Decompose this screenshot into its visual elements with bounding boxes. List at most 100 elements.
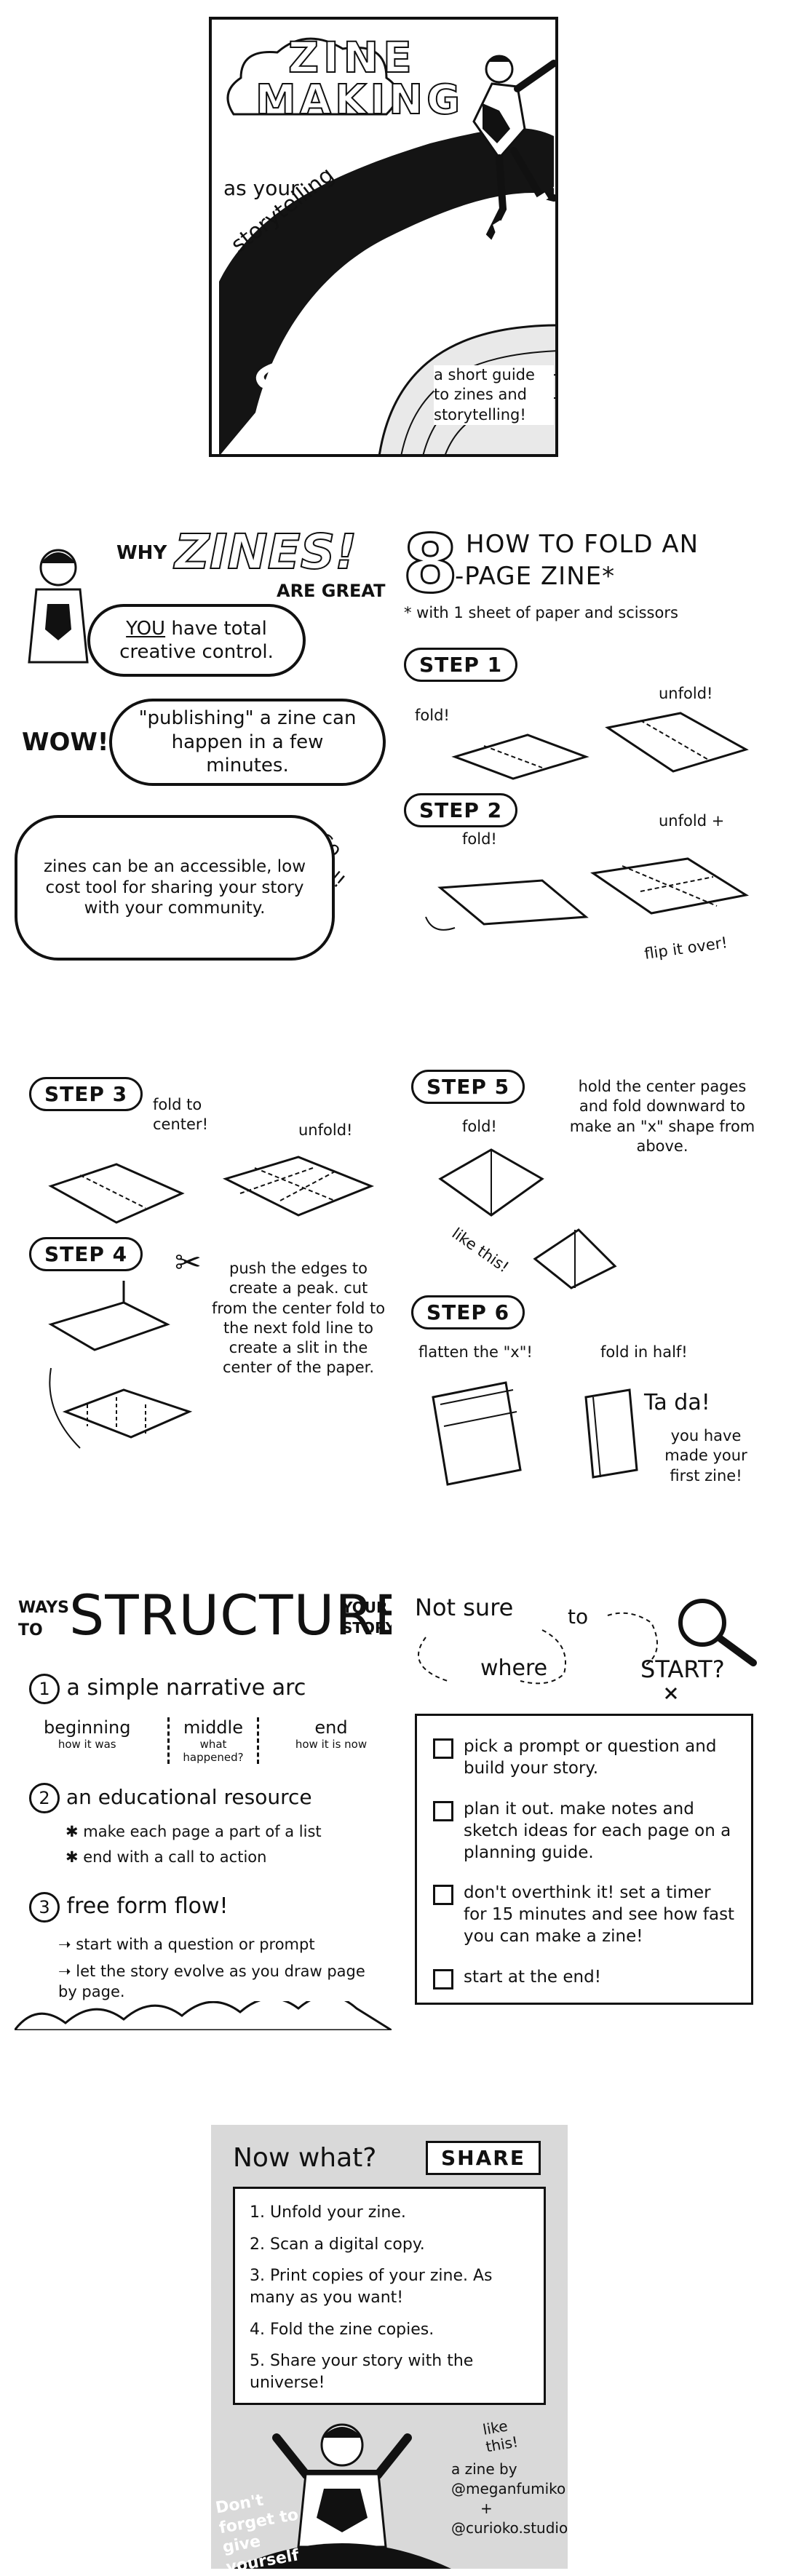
cover-title-making: MAKING xyxy=(255,76,464,124)
step3-label: STEP 3 xyxy=(29,1077,143,1111)
structure-item2-text: an educational resource xyxy=(66,1785,312,1809)
checkbox-1[interactable] xyxy=(433,1738,453,1759)
handle-meganfumiko: @meganfumiko xyxy=(451,2480,566,2497)
structure-item2: 2 an educational resource xyxy=(29,1783,312,1813)
your-story-label: YOUR STORY xyxy=(342,1599,392,1637)
wow-label: WOW! xyxy=(22,728,109,757)
item3-bullet2-text: let the story evolve as you draw page by… xyxy=(58,1963,365,2001)
arc-beginning-label: beginning xyxy=(44,1717,131,1738)
now-what-list: 1. Unfold your zine. 2. Scan a digital c… xyxy=(233,2187,546,2405)
start-label: START? xyxy=(640,1655,725,1683)
step2-fold: fold! xyxy=(462,830,497,848)
cover-as-your: as your xyxy=(223,176,299,200)
step4-text: push the edges to create a peak. cut fro… xyxy=(211,1260,386,1377)
arc-end-label: end xyxy=(314,1717,348,1738)
step5-text: hold the center pages and fold downward … xyxy=(569,1078,755,1155)
checkbox-3[interactable] xyxy=(433,1885,453,1906)
checklist-item-4-text: start at the end! xyxy=(464,1968,601,1987)
where-label: where xyxy=(480,1655,548,1681)
item3-bullet2: ➝ let the story evolve as you draw page … xyxy=(58,1963,365,2001)
item2-bullet2: ✱ end with a call to action xyxy=(66,1848,267,1866)
now-what-like-this: like this! xyxy=(481,2417,520,2456)
arc-beginning-sub: how it was xyxy=(57,1738,116,1751)
structure-cloud-edge xyxy=(15,2001,392,2030)
structure-title: STRUCTURE xyxy=(69,1583,392,1647)
step3-fold-center: fold to center! xyxy=(153,1096,208,1134)
bubble-creative-control: YOU have total creative control. xyxy=(87,604,306,677)
start-page: Not sure where to START? pick a prompt o… xyxy=(397,1572,771,2030)
structure-item3-text: free form flow! xyxy=(66,1893,229,1919)
structure-item3: 3 free form flow! xyxy=(29,1892,229,1923)
step5-fold: fold! xyxy=(462,1118,497,1135)
howto-title-b: -PAGE ZINE* xyxy=(455,562,616,591)
item3-bullet1: ➝ start with a question or prompt xyxy=(58,1936,315,1953)
figure-illustration xyxy=(233,2423,451,2569)
arc-beginning: beginning how it was xyxy=(44,1717,130,1751)
scissors-icon: ✂ xyxy=(175,1244,202,1281)
cover-guide-text: a short guide to zines and storytelling! xyxy=(434,365,554,425)
checkbox-2[interactable] xyxy=(433,1800,453,1821)
howto-subtitle: * with 1 sheet of paper and scissors xyxy=(404,604,678,621)
now-what-item-2: 2. Scan a digital copy. xyxy=(250,2235,425,2254)
checklist-item-1-text: pick a prompt or question and build your… xyxy=(464,1737,717,1778)
item2-bullet2-text: end with a call to action xyxy=(83,1848,267,1866)
checklist-item-3-text: don't overthink it! set a timer for 15 m… xyxy=(464,1883,735,1947)
handle-plus: + xyxy=(480,2500,493,2517)
step3-diagram xyxy=(48,1156,375,1224)
why-zines-page: WHY ZINES! ARE GREAT YOU have total crea… xyxy=(15,524,392,990)
are-great-label: ARE GREAT xyxy=(277,581,386,601)
structure-item1-text: a simple narrative arc xyxy=(66,1675,306,1701)
steps-3-4-page: STEP 3 fold to center! unfold! STEP 4 ✂ … xyxy=(15,1062,392,1528)
arc-middle-sub: what happened? xyxy=(183,1738,244,1764)
bubble-creative-text: have total creative control. xyxy=(119,617,274,664)
person-illustration xyxy=(28,549,89,664)
checklist-item-2[interactable]: plan it out. make notes and sketch ideas… xyxy=(433,1799,735,1864)
handle-curioko: @curioko.studio xyxy=(451,2519,568,2537)
step3-unfold: unfold! xyxy=(298,1121,353,1139)
item3-bullet1-text: start with a question or prompt xyxy=(76,1936,315,1953)
step5-label: STEP 5 xyxy=(411,1070,525,1104)
step4-diagram xyxy=(48,1281,193,1449)
bubble-you: YOU xyxy=(126,617,166,640)
eight-numeral: 8 xyxy=(402,524,460,611)
share-button[interactable]: SHARE xyxy=(426,2141,541,2175)
step1-unfold: unfold! xyxy=(659,685,713,702)
structure-item1: 1 a simple narrative arc xyxy=(29,1674,306,1704)
item2-bullet1-text: make each page a part of a list xyxy=(83,1823,322,1840)
cover-title-zine: ZINE xyxy=(287,32,416,83)
arc-middle-label: middle xyxy=(183,1717,243,1738)
structure-page: WAYS TO STRUCTURE YOUR STORY 1 a simple … xyxy=(15,1572,392,2030)
checklist-item-3[interactable]: don't overthink it! set a timer for 15 m… xyxy=(433,1883,735,1948)
step2-diagram xyxy=(425,857,750,931)
step1-diagram xyxy=(451,712,749,780)
now-what-page: Now what? SHARE 1. Unfold your zine. 2. … xyxy=(211,2125,568,2569)
now-what-title: Now what? xyxy=(233,2143,377,2173)
step2-unfold: unfold + xyxy=(659,812,725,830)
bubble-publishing: "publishing" a zine can happen in a few … xyxy=(109,699,386,786)
howto-title-a: HOW TO FOLD AN xyxy=(466,530,699,559)
steps-5-6-page: STEP 5 fold! hold the center pages and f… xyxy=(397,1062,771,1528)
arc-end: end how it is now xyxy=(291,1717,371,1751)
step5-diagram xyxy=(438,1148,617,1289)
now-what-item-4: 4. Fold the zine copies. xyxy=(250,2320,434,2339)
checkbox-4[interactable] xyxy=(433,1969,453,1990)
ways-to-label: WAYS TO xyxy=(18,1599,69,1639)
arc-end-sub: how it is now xyxy=(295,1738,368,1751)
bubble-accessible: zines can be an accessible, low cost too… xyxy=(15,815,335,961)
checklist-item-2-text: plan it out. make notes and sketch ideas… xyxy=(464,1799,731,1862)
checklist-item-4[interactable]: start at the end! xyxy=(433,1967,735,1990)
to-label: to xyxy=(568,1605,589,1629)
zine-by-label: a zine by xyxy=(451,2460,517,2478)
start-checklist: pick a prompt or question and build your… xyxy=(415,1714,753,2005)
tada-text: you have made your first zine! xyxy=(664,1427,747,1484)
path-doodle xyxy=(418,1599,757,1700)
tada-label: Ta da! xyxy=(644,1390,710,1415)
step6-flatten: flatten the "x"! xyxy=(418,1343,533,1361)
not-sure-label: Not sure xyxy=(415,1594,514,1621)
credits-block: a zine by @meganfumiko + @curioko.studio xyxy=(451,2460,568,2538)
why-label: WHY xyxy=(116,542,167,564)
cover-page: ZINE MAKING as your storytelling SUPERPO… xyxy=(209,17,558,457)
checklist-item-1[interactable]: pick a prompt or question and build your… xyxy=(433,1736,735,1780)
step6-fold-half: fold in half! xyxy=(600,1343,688,1361)
now-what-item-5: 5. Share your story with the universe! xyxy=(250,2352,474,2393)
